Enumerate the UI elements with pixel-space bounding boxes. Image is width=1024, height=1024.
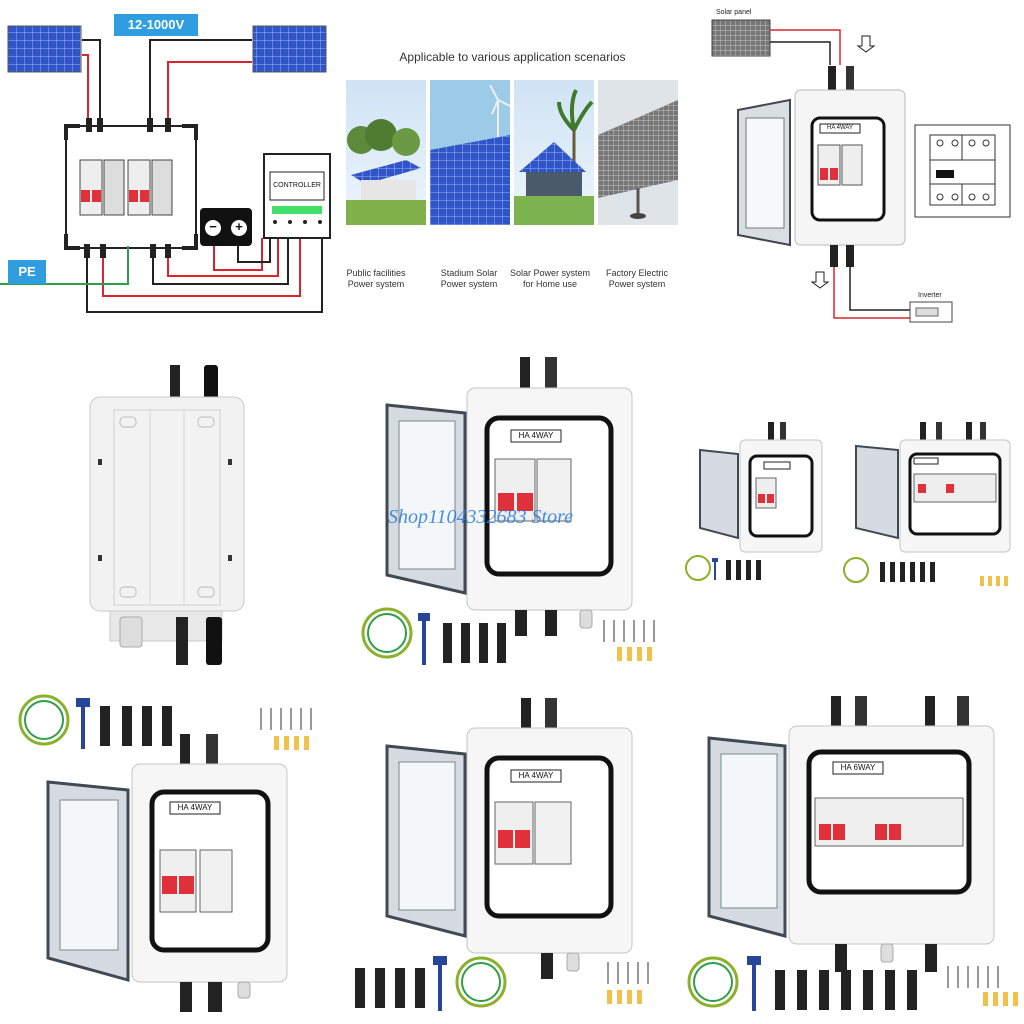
- product-6way-kit: HA 6WAY: [685, 690, 1024, 1024]
- scenario-photo-home: [514, 80, 594, 225]
- battery: [200, 208, 252, 246]
- battery-plus-label: +: [235, 219, 243, 234]
- scenarios-title: Applicable to various application scenar…: [399, 50, 626, 64]
- scenario-photo-public: [346, 80, 426, 225]
- solar-panel-left: [7, 25, 82, 73]
- box-label-4way: HA 4WAY: [518, 431, 554, 440]
- wiring-diagram: 12-1000V PE CONTROLLER − +: [0, 0, 340, 330]
- inverter-label: Inverter: [918, 292, 942, 299]
- battery-minus-label: −: [209, 219, 217, 234]
- controller-label: CONTROLLER: [273, 182, 321, 189]
- solar-panel-small: [711, 19, 771, 57]
- scenario-photo-factory: [598, 80, 678, 225]
- pe-badge: PE: [18, 264, 36, 279]
- product-4way-kit-left: HA 4WAY: [10, 690, 330, 1024]
- box-label-4way-middle: HA 4WAY: [518, 771, 554, 780]
- product-4way-main: HA 4WAY: [355, 355, 675, 675]
- installation-schematic: Solar panel Inverter HA 4WAY: [690, 0, 1024, 330]
- scenario-photo-stadium: [430, 80, 510, 225]
- box-label-4way-left: HA 4WAY: [177, 803, 213, 812]
- store-watermark: Shop1104332683 Store: [388, 506, 573, 528]
- product-4way-kit-middle: HA 4WAY: [345, 690, 675, 1024]
- solar-panel-label: Solar panel: [716, 9, 752, 16]
- enclosure-back-view: [80, 355, 260, 675]
- schematic-box-label: HA 4WAY: [826, 125, 853, 131]
- solar-panel-right: [252, 25, 327, 73]
- voltage-badge: 12-1000V: [127, 17, 185, 32]
- product-pair-small: [680, 410, 1024, 600]
- box-label-6way: HA 6WAY: [840, 763, 876, 772]
